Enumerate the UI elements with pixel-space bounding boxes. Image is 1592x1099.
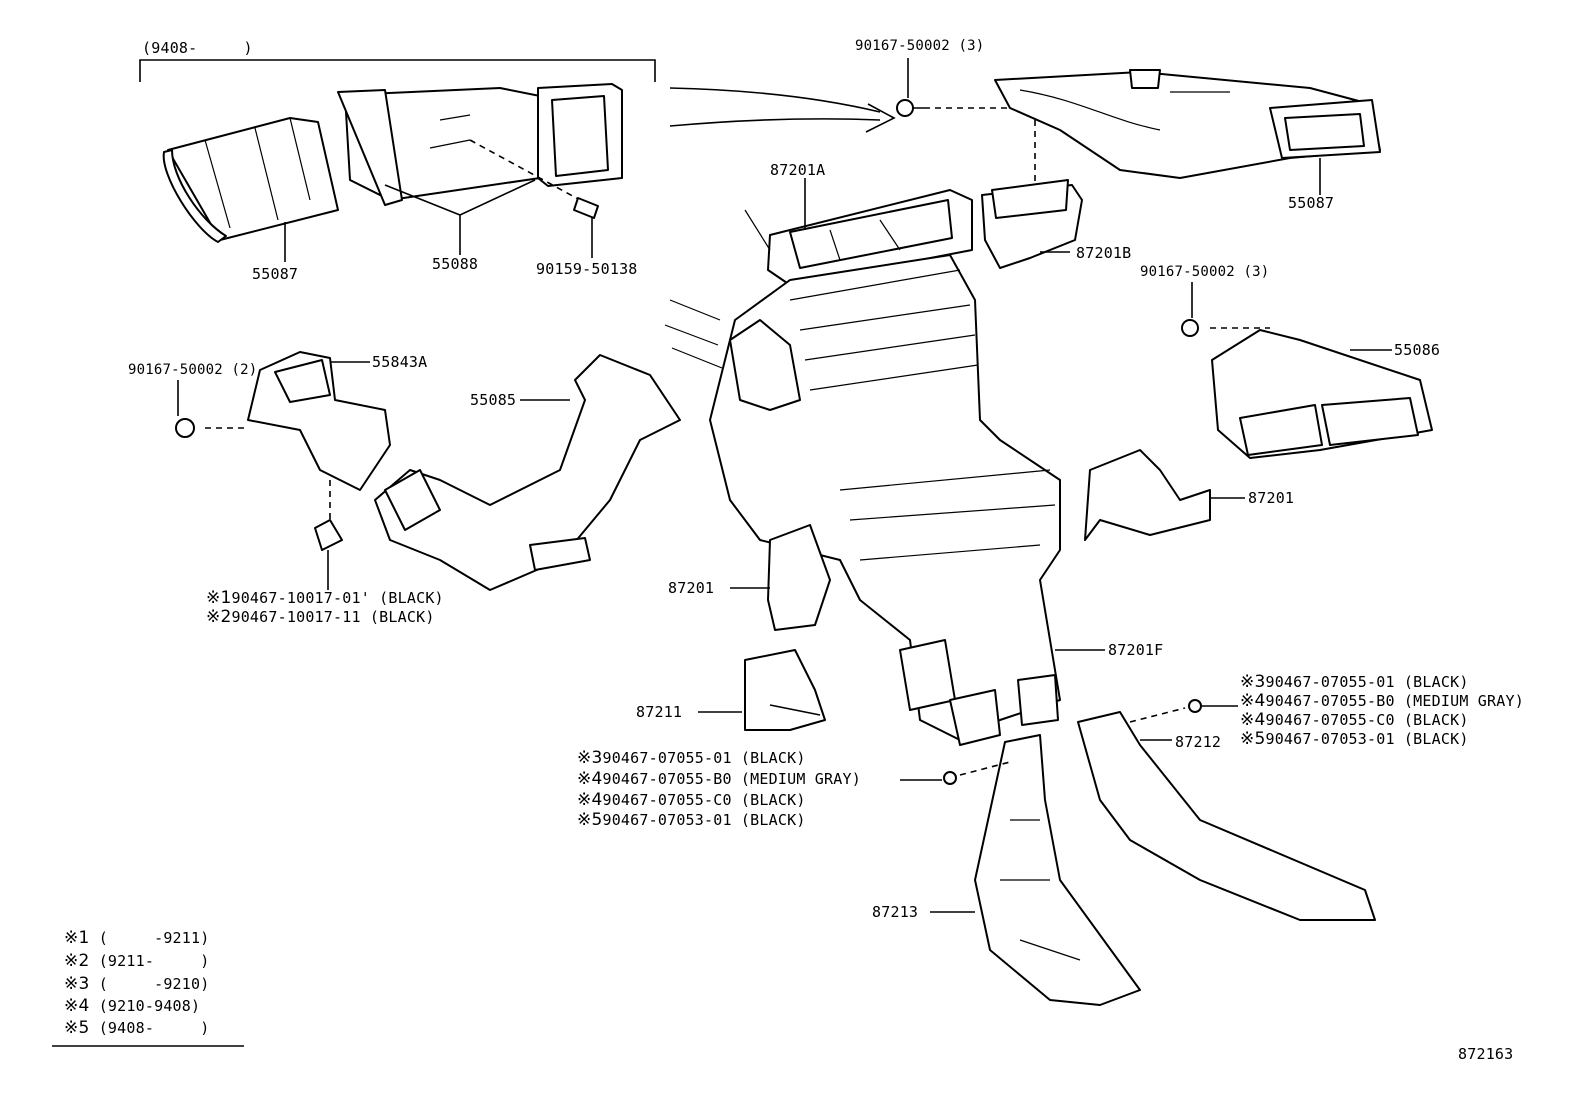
part-87201A bbox=[744, 178, 973, 286]
clip-note-right-4: ※590467-07053-01 (BLACK) bbox=[1240, 731, 1469, 748]
clip-note-left-1: ※190467-10017-01' (BLACK) bbox=[206, 590, 444, 607]
note-mark: ※4 bbox=[577, 790, 603, 810]
relocation-arrows bbox=[669, 87, 896, 133]
legend-row-5: ※5 (9408- ) bbox=[64, 1020, 209, 1037]
note-mark: ※4 bbox=[1240, 710, 1266, 730]
duct-55087-left bbox=[162, 117, 339, 262]
clip-note-center-4: ※590467-07053-01 (BLACK) bbox=[577, 812, 806, 829]
label-55085: 55085 bbox=[470, 391, 517, 409]
label-87201B: 87201B bbox=[1076, 244, 1132, 262]
bolt-90167-top bbox=[896, 58, 1036, 195]
label-55087-left: 55087 bbox=[252, 265, 299, 283]
part-87201-right bbox=[1084, 449, 1245, 541]
clip-note-right-2: ※490467-07055-B0 (MEDIUM GRAY) bbox=[1240, 693, 1524, 710]
label-87201-left: 87201 bbox=[668, 579, 715, 597]
heater-unit bbox=[664, 254, 1061, 746]
label-90167-top: 90167-50002 (3) bbox=[855, 38, 985, 54]
clip-note-left-2: ※290467-10017-11 (BLACK) bbox=[206, 609, 435, 626]
legend-row-1: ※1 ( -9211) bbox=[64, 930, 209, 947]
label-90167-left: 90167-50002 (2) bbox=[128, 362, 258, 378]
duct-55087-right bbox=[994, 69, 1381, 195]
note-text: 90467-10017-01' (BLACK) bbox=[231, 589, 444, 607]
note-mark: ※3 bbox=[1240, 672, 1266, 692]
clip-note-center-2: ※490467-07055-B0 (MEDIUM GRAY) bbox=[577, 771, 861, 788]
note-mark: ※4 bbox=[1240, 691, 1266, 711]
legend-range: (9210-9408) bbox=[98, 997, 201, 1015]
legend-row-2: ※2 (9211- ) bbox=[64, 953, 209, 970]
legend-range: (9408- ) bbox=[98, 1019, 210, 1037]
legend-range: ( -9210) bbox=[98, 975, 210, 993]
label-87211: 87211 bbox=[636, 703, 683, 721]
part-55843A bbox=[175, 351, 391, 590]
bracket-range-label: (9408- ) bbox=[142, 39, 253, 57]
label-87213: 87213 bbox=[872, 903, 919, 921]
part-87201-left bbox=[730, 524, 831, 631]
legend-mark: ※3 bbox=[64, 974, 90, 994]
note-mark: ※5 bbox=[1240, 729, 1266, 749]
label-55088: 55088 bbox=[432, 255, 479, 273]
label-87201A: 87201A bbox=[770, 161, 826, 179]
note-text: 90467-07055-B0 (MEDIUM GRAY) bbox=[602, 770, 861, 788]
legend-mark: ※1 bbox=[64, 928, 90, 948]
diagram-code: 872163 bbox=[1458, 1045, 1514, 1063]
note-text: 90467-07055-01 (BLACK) bbox=[1265, 673, 1469, 691]
legend-mark: ※4 bbox=[64, 996, 90, 1016]
legend-mark: ※5 bbox=[64, 1018, 90, 1038]
note-text: 90467-07055-B0 (MEDIUM GRAY) bbox=[1265, 692, 1524, 710]
legend-mark: ※2 bbox=[64, 951, 90, 971]
legend-row-3: ※3 ( -9210) bbox=[64, 976, 209, 993]
part-87212 bbox=[1077, 699, 1376, 921]
part-87213 bbox=[900, 734, 1141, 1006]
note-mark: ※1 bbox=[206, 588, 232, 608]
label-55843A: 55843A bbox=[372, 353, 428, 371]
note-mark: ※5 bbox=[577, 810, 603, 830]
clip-note-right-1: ※390467-07055-01 (BLACK) bbox=[1240, 674, 1469, 691]
note-text: 90467-07055-C0 (BLACK) bbox=[602, 791, 806, 809]
label-90159-50138: 90159-50138 bbox=[536, 260, 638, 278]
note-text: 90467-07053-01 (BLACK) bbox=[602, 811, 806, 829]
label-55087-right: 55087 bbox=[1288, 194, 1335, 212]
legend-range: (9211- ) bbox=[98, 952, 210, 970]
legend-range: ( -9211) bbox=[98, 929, 210, 947]
note-text: 90467-07055-C0 (BLACK) bbox=[1265, 711, 1469, 729]
label-90167-mid: 90167-50002 (3) bbox=[1140, 264, 1270, 280]
range-bracket bbox=[139, 59, 656, 82]
label-87201-right: 87201 bbox=[1248, 489, 1295, 507]
duct-55088 bbox=[337, 83, 623, 255]
note-text: 90467-07053-01 (BLACK) bbox=[1265, 730, 1469, 748]
note-mark: ※4 bbox=[577, 769, 603, 789]
label-87201F: 87201F bbox=[1108, 641, 1164, 659]
note-mark: ※3 bbox=[577, 748, 603, 768]
duct-55085 bbox=[374, 354, 681, 591]
note-text: 90467-10017-11 (BLACK) bbox=[231, 608, 435, 626]
clip-note-right-3: ※490467-07055-C0 (BLACK) bbox=[1240, 712, 1469, 729]
note-mark: ※2 bbox=[206, 607, 232, 627]
legend-row-4: ※4 (9210-9408) bbox=[64, 998, 200, 1015]
label-55086: 55086 bbox=[1394, 341, 1441, 359]
part-87201B bbox=[981, 179, 1083, 269]
label-87212: 87212 bbox=[1175, 733, 1222, 751]
bolt-90159 bbox=[573, 197, 599, 258]
part-87211 bbox=[698, 649, 826, 731]
duct-55086 bbox=[1181, 282, 1433, 459]
clip-note-center-3: ※490467-07055-C0 (BLACK) bbox=[577, 792, 806, 809]
note-text: 90467-07055-01 (BLACK) bbox=[602, 749, 806, 767]
clip-note-center-1: ※390467-07055-01 (BLACK) bbox=[577, 750, 806, 767]
